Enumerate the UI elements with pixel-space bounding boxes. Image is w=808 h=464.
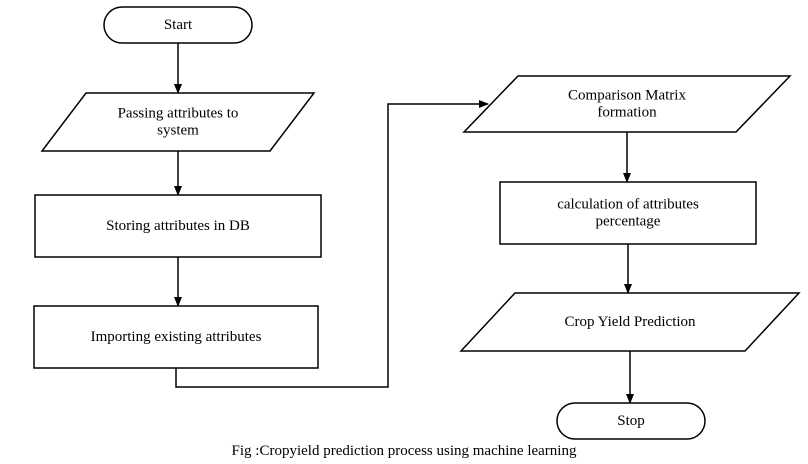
parallelogram-shape (459, 292, 801, 352)
parallelogram-shape (40, 92, 316, 152)
node-label-calculation: calculation of attributes (557, 197, 699, 213)
node-stop: Stop (556, 402, 706, 440)
parallelogram-shape (462, 75, 792, 133)
connector-importing-to-comparison (175, 100, 489, 388)
node-importing: Importing existing attributes (33, 305, 319, 369)
node-label-crop: Crop Yield Prediction (564, 314, 696, 330)
node-label-passing: system (157, 123, 199, 139)
figure-caption: Fig :Cropyield prediction process using … (231, 443, 577, 459)
process-box-shape (34, 194, 322, 258)
node-storing: Storing attributes in DB (34, 194, 322, 258)
node-label-passing: Passing attributes to (118, 106, 239, 122)
node-label-calculation: percentage (596, 214, 661, 230)
process-box-shape (499, 181, 757, 245)
process-box-shape (33, 305, 319, 369)
node-label-stop: Stop (617, 413, 645, 429)
node-start: Start (103, 6, 253, 44)
node-crop: Crop Yield Prediction (459, 292, 801, 352)
terminator-shape (556, 402, 706, 440)
connector-layer (174, 43, 634, 404)
terminator-shape (103, 6, 253, 44)
node-label-start: Start (164, 17, 193, 33)
node-label-storing: Storing attributes in DB (106, 218, 250, 234)
node-label-comparison: Comparison Matrix (568, 88, 686, 104)
node-label-importing: Importing existing attributes (91, 329, 262, 345)
node-label-comparison: formation (597, 105, 657, 121)
